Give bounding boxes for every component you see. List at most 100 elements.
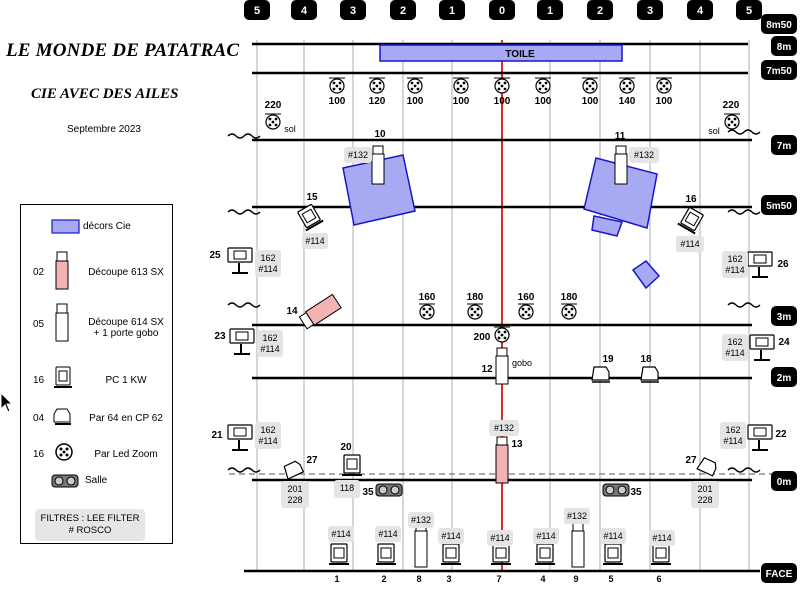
led-dot [541, 84, 545, 88]
decoupe-body [414, 530, 428, 568]
led-dot [570, 307, 574, 311]
fixture-24: 24 [778, 337, 790, 348]
fixture-14: 14 [286, 306, 298, 317]
decoupe-614-icon [55, 303, 69, 342]
led-dot [497, 336, 501, 340]
filter-tag: 162#114 [720, 422, 746, 449]
decoupe-body [571, 530, 585, 568]
filter-tag: 162#114 [722, 334, 748, 361]
distance-box [761, 60, 797, 80]
led-dot [410, 87, 414, 91]
led-dot [538, 87, 542, 91]
decor-diamond [631, 260, 661, 290]
rail-number-box [587, 0, 613, 20]
filter-tag-bg [438, 528, 464, 544]
legend-gobo-label: + 1 porte gobo [93, 328, 159, 339]
top-par-led-icon [535, 77, 551, 94]
led-dot [544, 81, 548, 85]
front-row-number: 5 [608, 574, 613, 584]
legend-row-pc: 16 PC 1 KW [21, 365, 172, 395]
top-par-value: 100 [329, 96, 346, 107]
filter-tag-bg [629, 147, 659, 163]
filter-tag-bg [302, 233, 328, 249]
legend-row-salle: Salle [21, 471, 172, 501]
decoupe-body [304, 293, 342, 326]
filter-tag-bg [722, 251, 748, 278]
filter-tag-bg [375, 526, 401, 542]
front-pc-icon [603, 543, 623, 565]
led-dot [503, 330, 507, 334]
front-row-number: 8 [416, 574, 421, 584]
led-dot [733, 123, 737, 127]
plan-subtitle: CIE AVEC DES AILES [31, 86, 179, 102]
filter-tag: #114 [676, 236, 704, 252]
top-par-value: 120 [369, 96, 386, 107]
filter-tag-text: 228 [287, 495, 302, 505]
front-row-number: 6 [656, 574, 661, 584]
filter-tag-text: 228 [697, 495, 712, 505]
led-dot [338, 87, 342, 91]
led-200-value: 200 [474, 332, 491, 343]
filter-tag-text: 162 [727, 337, 742, 347]
distance-label: 0m [777, 477, 792, 488]
pc-lens [346, 458, 358, 470]
led-dot [456, 87, 460, 91]
filter-tag: 162#114 [722, 251, 748, 278]
distance-box [771, 306, 797, 326]
led-dot [665, 81, 669, 85]
pc-lens [301, 208, 317, 224]
led-dot [456, 81, 460, 85]
led-dot [659, 87, 663, 91]
legend-salle-label: Salle [85, 475, 108, 486]
par64-body [696, 456, 717, 477]
filter-tag-bg [281, 481, 309, 508]
decoupe-body [495, 444, 509, 484]
rail-number: 5 [746, 5, 752, 17]
led-dot [538, 81, 542, 85]
filter-tag-text: #114 [490, 533, 509, 543]
led-dot [268, 123, 272, 127]
filter-tag-text: #114 [725, 348, 744, 358]
filter-tag-text: #114 [378, 529, 397, 539]
distance-label: 7m50 [766, 66, 792, 77]
filter-tag-text: #132 [348, 150, 368, 160]
filter-tag-bg [649, 530, 675, 546]
filter-tag-bg [257, 330, 283, 357]
led-dot [521, 313, 525, 317]
pipe-end-wave [227, 302, 261, 308]
rail-number-box [291, 0, 317, 20]
filters-line-2: # ROSCO [68, 525, 112, 536]
legend-613-label: Découpe 613 SX [88, 267, 164, 278]
pc-lens [495, 547, 507, 559]
rail-number: 0 [499, 5, 505, 17]
filter-tag-bg [720, 422, 746, 449]
salle-lens [378, 485, 388, 495]
led-dot [628, 87, 632, 91]
pc-20 [342, 454, 362, 476]
front-row-number: 4 [540, 574, 545, 584]
decoupe-head [496, 436, 508, 446]
mouse-cursor-icon [0, 392, 14, 413]
front-pc-icon [535, 543, 555, 565]
rail-number: 2 [597, 5, 603, 17]
distance-label: 7m [777, 141, 792, 152]
rail-number-box [687, 0, 713, 20]
distance-label: 3m [777, 312, 792, 323]
led-dot [591, 87, 595, 91]
rail-number-box [489, 0, 515, 20]
led-dot [662, 84, 666, 88]
led-dot [271, 120, 275, 124]
pipe-end-wave [727, 302, 761, 308]
pc-icon [54, 366, 72, 388]
fixture-27-right: 27 [685, 455, 697, 466]
salle-lens [617, 485, 627, 495]
par64-icon [53, 408, 71, 425]
filter-tag-bg [334, 480, 360, 498]
led-dot [497, 330, 501, 334]
decoupe-13 [495, 436, 509, 484]
top-par-led-icon [329, 77, 345, 94]
legend-pc-label: PC 1 KW [105, 375, 147, 386]
led-dot [473, 310, 477, 314]
led-dot [497, 87, 501, 91]
